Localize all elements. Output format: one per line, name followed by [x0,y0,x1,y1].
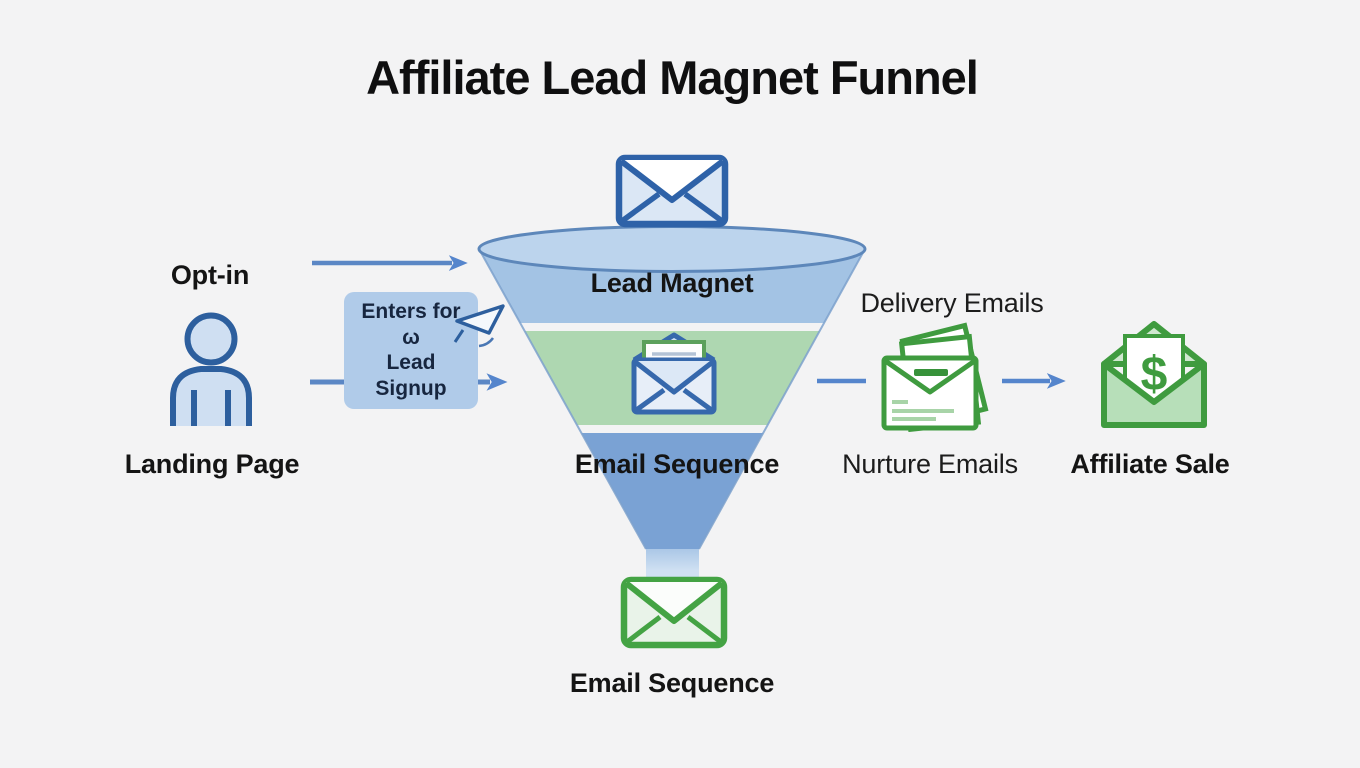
signup-badge-line2: Lead Signup [375,351,447,400]
opt-in-label: Opt-in [170,260,250,290]
funnel-edge-lines [478,248,866,550]
person-icon [170,312,252,426]
open-envelope-letter-icon [631,332,717,415]
delivery-emails-label: Delivery Emails [860,288,1044,318]
lead-magnet-envelope-icon [615,154,729,228]
lead-magnet-label: Lead Magnet [590,268,754,298]
email-stack-icon [881,322,989,432]
landing-page-label: Landing Page [124,449,300,479]
affiliate-sale-label: Affiliate Sale [1070,449,1230,479]
signup-badge-line1: Enters for ω [361,300,461,349]
funnel-rim [477,225,867,273]
cursor-icon [453,304,505,348]
page-title: Affiliate Lead Magnet Funnel [366,51,979,104]
email-sequence-envelope-icon [620,576,728,649]
email-sequence-bottom-label: Email Sequence [569,668,775,698]
signup-badge: Enters for ω Lead Signup [344,292,478,410]
dollar-envelope-icon: $ [1101,321,1207,428]
nurture-emails-label: Nurture Emails [842,449,1018,479]
email-sequence-funnel-label: Email Sequence [574,449,780,479]
